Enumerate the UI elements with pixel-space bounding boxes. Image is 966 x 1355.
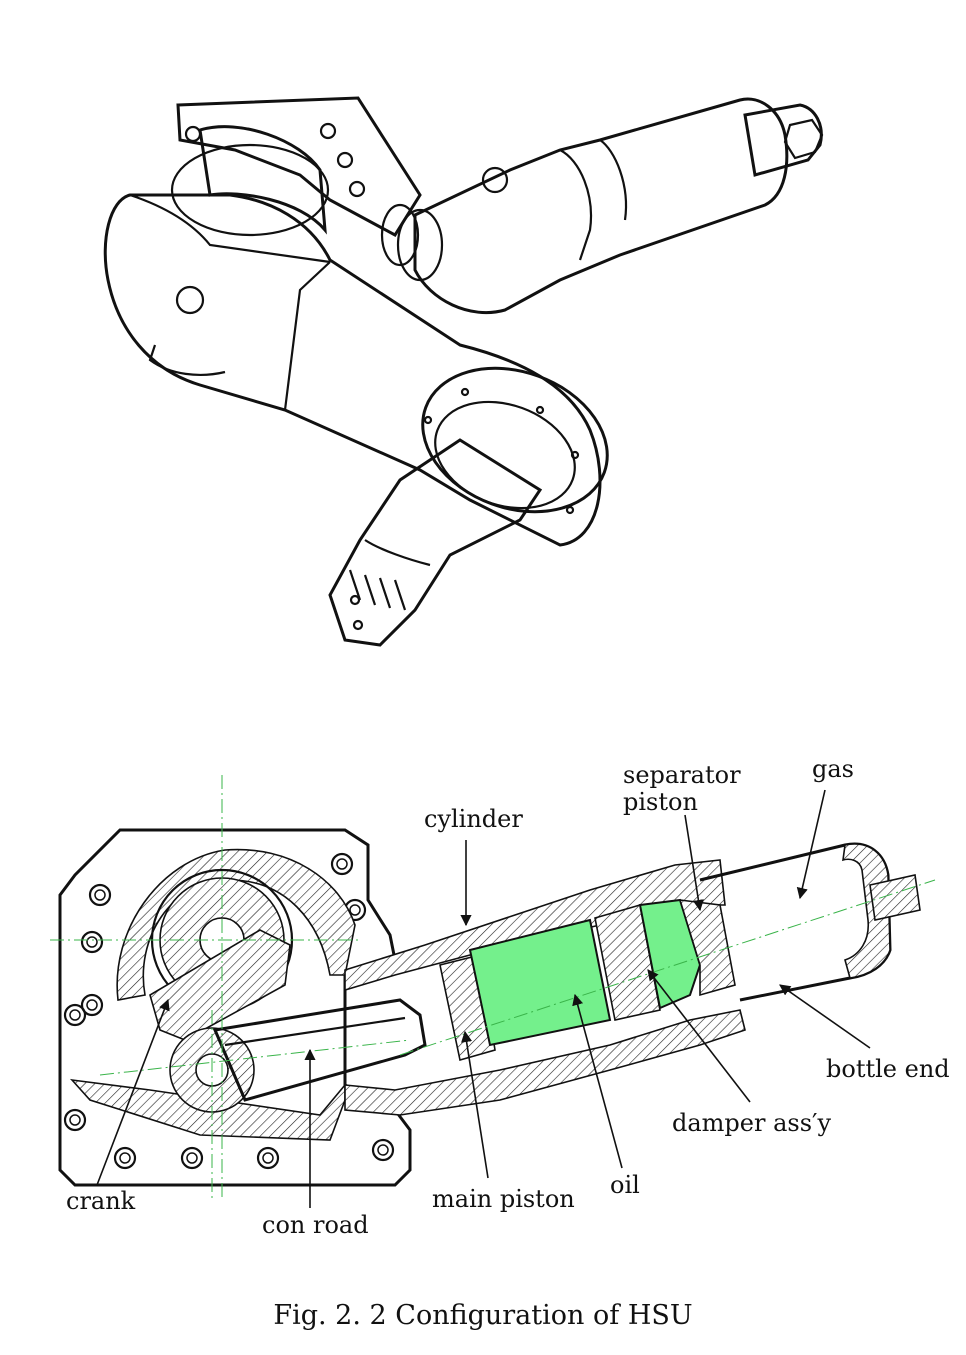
arm-plate: [103, 193, 602, 547]
label-bottle-end: bottle end: [826, 1055, 950, 1083]
section-drawing: [50, 775, 936, 1200]
label-crank: crank: [66, 1187, 136, 1215]
label-damper-assy: damper ass′y: [672, 1109, 832, 1137]
leader-lines: [96, 789, 871, 1208]
label-con-road: con road: [262, 1211, 369, 1239]
label-gas: gas: [812, 755, 854, 783]
label-cylinder: cylinder: [424, 805, 523, 833]
damper-assembly: [594, 903, 661, 1021]
isometric-hsu-drawing: [103, 96, 824, 647]
label-oil: oil: [610, 1171, 640, 1199]
figure-caption: Fig. 2. 2 Configuration of HSU: [273, 1300, 693, 1331]
bolt-holes: [63, 852, 395, 1170]
label-separator-piston: separator piston: [623, 761, 741, 816]
cylinder-body: [413, 97, 789, 315]
connecting-rod: [212, 998, 427, 1102]
cylinder-wall: [344, 859, 726, 992]
oil-region: [468, 918, 612, 1047]
spindle-shaft: [328, 438, 543, 647]
mounting-plate: [176, 96, 422, 237]
label-main-piston: main piston: [432, 1185, 575, 1213]
